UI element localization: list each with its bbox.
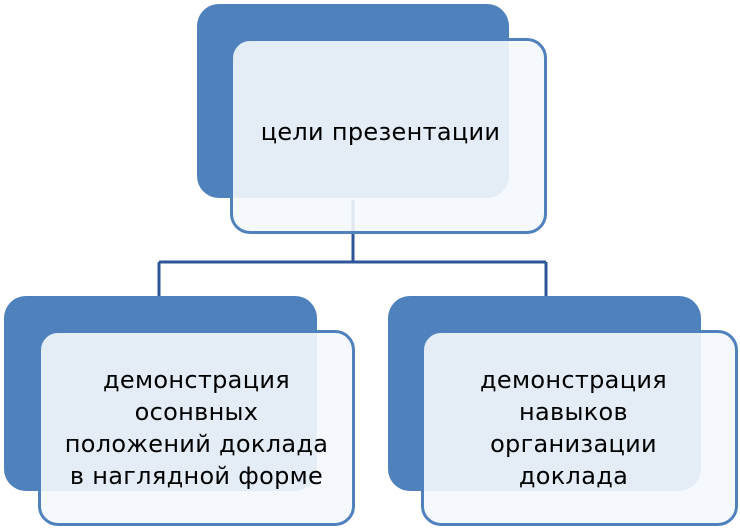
child-node-right: демонстрация навыков организации доклада	[421, 330, 738, 526]
child-node-left-label: демонстрация осонвных положений доклада …	[64, 366, 329, 490]
child-node-left: демонстрация осонвных положений доклада …	[38, 330, 355, 526]
root-node-label: цели презентации	[260, 118, 501, 146]
root-node: цели презентации	[230, 38, 547, 234]
child-node-right-label: демонстрация навыков организации доклада	[480, 366, 667, 490]
